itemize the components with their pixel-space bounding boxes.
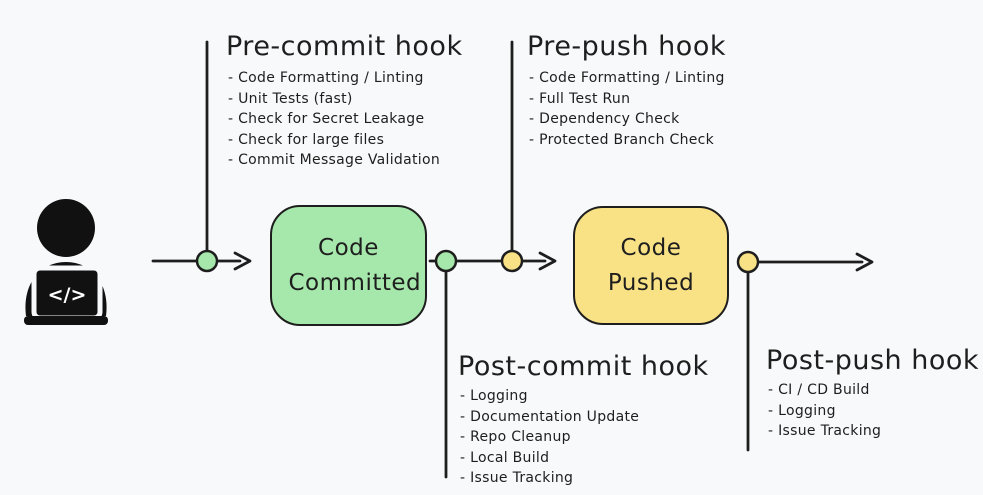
list-item: Check for large files — [228, 130, 440, 151]
arrowhead-committed-to-pushed — [538, 251, 557, 271]
list-item: Issue Tracking — [768, 421, 881, 442]
list-item: CI / CD Build — [768, 380, 881, 401]
list-item: Check for Secret Leakage — [228, 109, 440, 130]
list-item: Dependency Check — [529, 109, 725, 130]
post-commit-dot — [434, 249, 458, 273]
list-item: Full Test Run — [529, 89, 725, 110]
list-item: Code Formatting / Linting — [529, 68, 725, 89]
arrowhead-dev-to-committed — [233, 251, 252, 271]
list-item: Protected Branch Check — [529, 130, 725, 151]
list-item: Logging — [768, 401, 881, 422]
arrowhead-pushed-out — [855, 252, 874, 272]
pre-commit-hook-list: Code Formatting / Linting Unit Tests (fa… — [228, 68, 440, 171]
developer-head — [37, 199, 95, 257]
list-item: Local Build — [460, 448, 639, 469]
post-commit-hook-title: Post-commit hook — [458, 351, 709, 382]
post-push-hook-title: Post-push hook — [766, 345, 980, 376]
node-code-pushed: Code Pushed — [573, 206, 729, 325]
node-code-pushed-label: Code Pushed — [607, 234, 695, 296]
post-push-dot — [736, 250, 760, 274]
node-code-committed-label: Code Committed — [288, 234, 422, 296]
post-commit-hook-list: Logging Documentation Update Repo Cleanu… — [460, 386, 639, 489]
list-item: Logging — [460, 386, 639, 407]
pre-push-hook-list: Code Formatting / Linting Full Test Run … — [529, 68, 725, 150]
list-item: Documentation Update — [460, 407, 639, 428]
list-item: Repo Cleanup — [460, 427, 639, 448]
list-item: Unit Tests (fast) — [228, 89, 440, 110]
pre-commit-dot — [195, 249, 219, 273]
pre-push-dot — [500, 249, 524, 273]
list-item: Commit Message Validation — [228, 150, 440, 171]
laptop-base — [24, 316, 108, 325]
developer-icon: </> — [24, 199, 108, 325]
node-code-committed: Code Committed — [270, 205, 427, 326]
pre-push-hook-title: Pre-push hook — [527, 31, 726, 62]
code-symbol: </> — [48, 284, 87, 306]
pre-commit-hook-title: Pre-commit hook — [226, 31, 463, 62]
post-push-hook-list: CI / CD Build Logging Issue Tracking — [768, 380, 881, 442]
list-item: Issue Tracking — [460, 468, 639, 489]
list-item: Code Formatting / Linting — [228, 68, 440, 89]
